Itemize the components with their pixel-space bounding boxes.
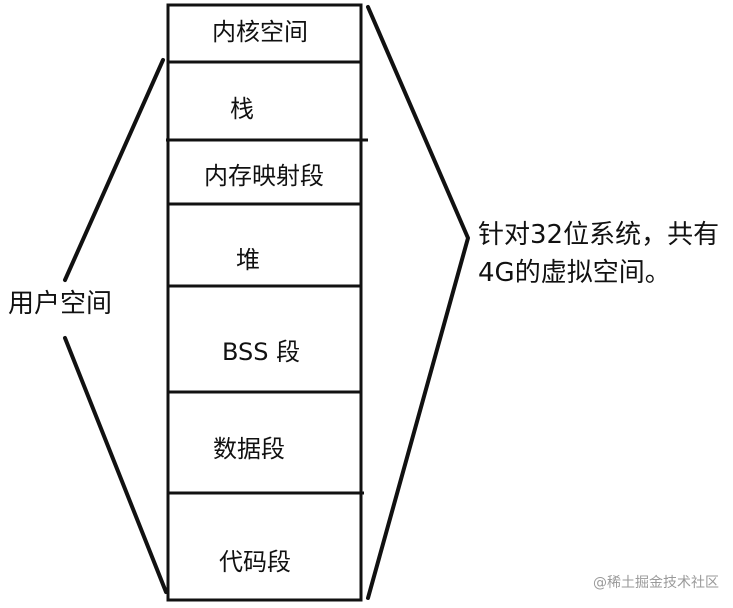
user-space-label: 用户空间 [8, 289, 113, 319]
user-space-bracket-upper [63, 58, 165, 282]
segment-data: 数据段 [213, 435, 285, 463]
segment-code: 代码段 [219, 548, 291, 576]
memory-column-box [166, 3, 363, 602]
user-space-bracket-lower [63, 336, 168, 594]
watermark: @稀土掘金技术社区 [593, 575, 719, 591]
segment-bss: BSS 段 [222, 338, 301, 366]
virtual-space-note: 针对32位系统，共有 4G的虚拟空间。 [478, 217, 719, 292]
virtual-space-note-line1: 针对32位系统，共有 [478, 220, 720, 250]
segment-heap: 堆 [236, 246, 260, 274]
segment-memory-mapping: 内存映射段 [204, 162, 324, 190]
virtual-space-bracket [366, 5, 470, 600]
virtual-space-note-line2: 4G的虚拟空间。 [478, 257, 671, 288]
segment-kernel-space: 内核空间 [212, 18, 308, 46]
segment-stack: 栈 [230, 95, 254, 123]
